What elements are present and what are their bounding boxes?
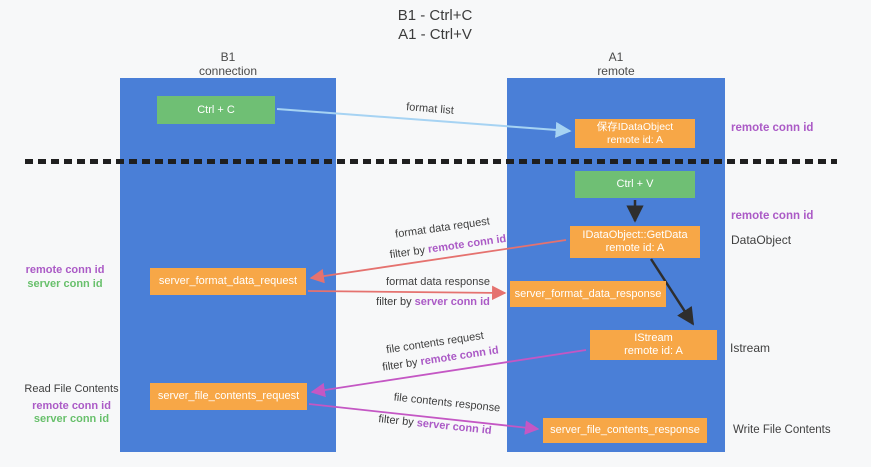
- left-lane-header: B1 connection: [120, 50, 336, 78]
- getdata-line1: IDataObject::GetData: [582, 229, 688, 241]
- file-request-box: server_file_contents_request: [150, 383, 307, 410]
- ctrl-v-label: Ctrl + V: [616, 178, 654, 190]
- save-dataobject-line2: remote id: A: [606, 133, 664, 146]
- format-request-label: server_format_data_request: [158, 275, 298, 287]
- ctrl-c-label: Ctrl + C: [197, 103, 235, 116]
- right-lane-role: remote: [597, 64, 635, 78]
- left-lane-name: B1: [220, 50, 236, 64]
- left-remote-conn-id-mid: remote conn id: [25, 264, 105, 276]
- right-lane-name: A1: [608, 50, 624, 64]
- right-istream-label: Istream: [730, 341, 771, 355]
- istream-box: IStream remote id: A: [590, 330, 717, 360]
- remote-conn-id-ref: remote conn id: [427, 232, 507, 256]
- ctrl-v-box: Ctrl + V: [575, 171, 695, 198]
- save-dataobject-line1: 保存IDataObject: [596, 120, 674, 133]
- left-remote-conn-id-bottom: remote conn id: [32, 400, 111, 412]
- format-response-box: server_format_data_response: [510, 281, 666, 307]
- istream-line2: remote id: A: [624, 345, 683, 357]
- format-data-response-filter-label: filter by server conn id: [373, 296, 493, 308]
- server-conn-id-ref: server conn id: [414, 296, 490, 308]
- right-remote-conn-id-top: remote conn id: [731, 122, 814, 134]
- left-read-file-contents-label: Read File Contents: [24, 383, 119, 395]
- diagram-title: B1 - Ctrl+C A1 - Ctrl+V: [300, 6, 570, 44]
- title-line-1: B1 - Ctrl+C: [397, 7, 473, 24]
- ctrl-c-box: Ctrl + C: [157, 96, 275, 124]
- left-server-conn-id-mid: server conn id: [27, 278, 103, 290]
- format-response-label: server_format_data_response: [514, 287, 662, 300]
- file-response-label: server_file_contents_response: [550, 424, 700, 436]
- left-lane-role: connection: [198, 64, 258, 78]
- right-write-file-contents-label: Write File Contents: [733, 424, 831, 436]
- filter-by-prefix: filter by: [389, 243, 429, 262]
- format-data-response-arrow: [307, 285, 507, 301]
- right-dataobject-label: DataObject: [731, 233, 792, 247]
- file-contents-response-label: file contents response: [393, 391, 501, 415]
- getdata-box: IDataObject::GetData remote id: A: [570, 226, 700, 258]
- format-data-response-label: format data response: [386, 276, 490, 288]
- filter-by-prefix: filter by: [381, 356, 422, 374]
- session-divider-line: [25, 159, 837, 164]
- file-response-box: server_file_contents_response: [543, 418, 707, 443]
- title-line-2: A1 - Ctrl+V: [398, 26, 472, 43]
- format-list-label: format list: [405, 101, 455, 117]
- filter-by-prefix: filter by: [377, 413, 418, 430]
- filter-by-prefix: filter by: [376, 296, 415, 308]
- getdata-line2: remote id: A: [605, 242, 665, 254]
- right-lane-header: A1 remote: [507, 50, 725, 78]
- right-remote-conn-id-mid: remote conn id: [731, 210, 814, 222]
- save-dataobject-box: 保存IDataObject remote id: A: [575, 119, 695, 148]
- istream-line1: IStream: [634, 332, 673, 344]
- file-contents-response-filter-label: filter by server conn id: [375, 413, 496, 437]
- format-request-box: server_format_data_request: [150, 268, 306, 295]
- file-request-label: server_file_contents_request: [157, 390, 300, 402]
- left-server-conn-id-bottom: server conn id: [33, 413, 110, 425]
- server-conn-id-ref: server conn id: [416, 417, 493, 437]
